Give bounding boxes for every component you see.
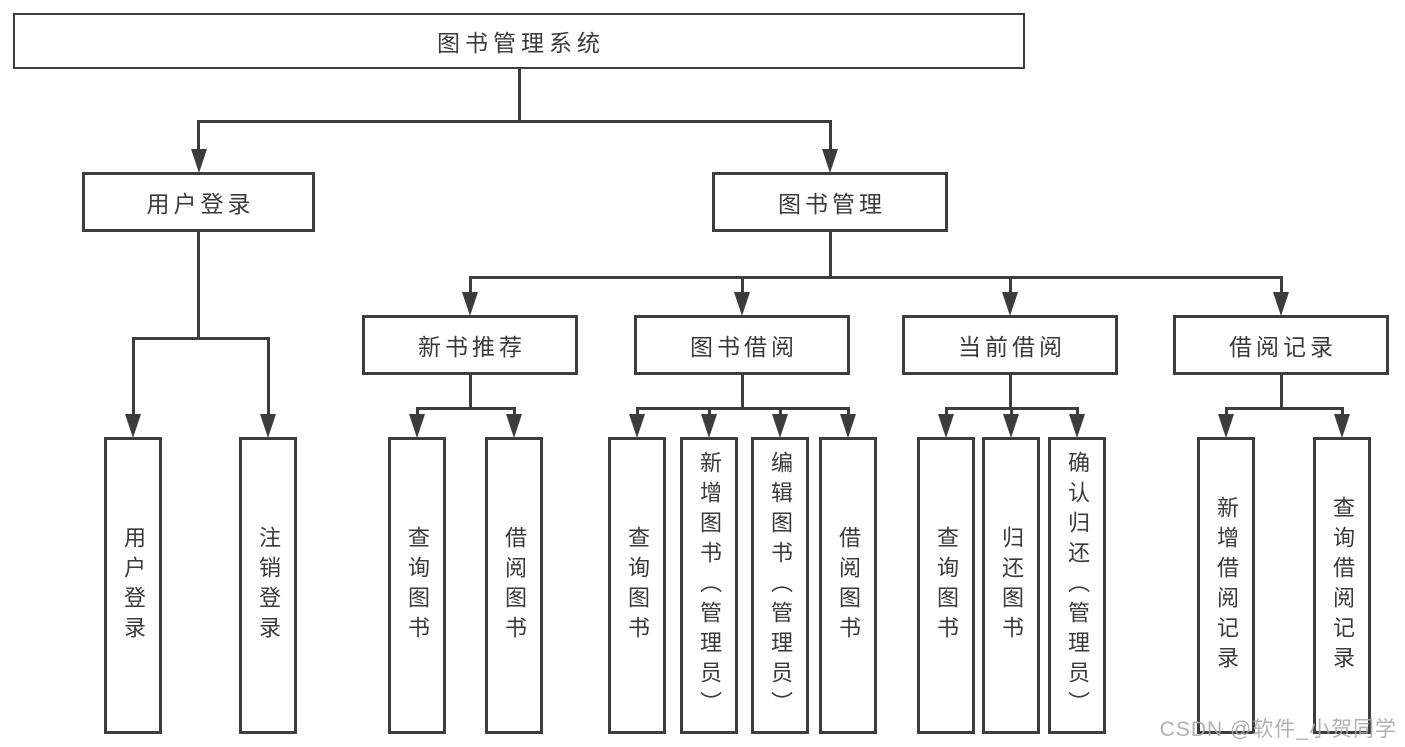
node-label-leaf-bb-query: 查询图书	[625, 525, 650, 646]
arrowhead-icon	[125, 414, 141, 438]
arrowhead-icon	[840, 414, 856, 438]
arrowhead-icon	[1003, 414, 1019, 438]
node-book-borrow: 图书借阅	[634, 315, 850, 375]
node-label-leaf-cb-confirm: 确认归还（管理员）	[1065, 450, 1090, 721]
connector-line	[131, 337, 270, 340]
connector-line	[846, 407, 850, 415]
connector-line	[415, 407, 419, 415]
arrowhead-icon	[1334, 414, 1350, 438]
node-leaf-user-login: 用户登录	[104, 437, 162, 734]
arrowhead-icon	[1218, 414, 1234, 438]
node-leaf-br-query: 查询借阅记录	[1313, 437, 1371, 734]
connector-line	[512, 407, 516, 415]
connector-line	[1008, 276, 1012, 293]
node-label-leaf-nb-query: 查询图书	[405, 525, 430, 646]
connector-line	[131, 337, 135, 415]
node-book-mgmt: 图书管理	[712, 172, 948, 232]
connector-line	[197, 120, 832, 123]
arrowhead-icon	[822, 149, 838, 173]
node-leaf-bb-add: 新增图书（管理员）	[680, 437, 738, 734]
connector-line	[707, 407, 711, 415]
connector-line	[1009, 407, 1013, 415]
node-label-book-borrow: 图书借阅	[690, 334, 798, 360]
node-label-new-book-rec: 新书推荐	[418, 334, 526, 360]
connector-line	[1075, 407, 1079, 415]
node-label-leaf-logout: 注销登录	[256, 525, 281, 646]
arrowhead-icon	[190, 149, 207, 173]
node-leaf-nb-query: 查询图书	[388, 437, 446, 734]
node-leaf-cb-query: 查询图书	[917, 437, 975, 734]
connector-line	[468, 375, 472, 410]
arrowhead-icon	[1069, 414, 1085, 438]
connector-line	[828, 232, 832, 279]
connector-line	[740, 276, 744, 293]
node-label-leaf-bb-edit: 编辑图书（管理员）	[768, 450, 793, 721]
connector-line	[828, 120, 832, 150]
connector-line	[197, 232, 200, 340]
connector-line	[1224, 407, 1228, 415]
connector-line	[740, 375, 744, 410]
node-label-book-mgmt: 图书管理	[778, 191, 886, 217]
node-leaf-logout: 注销登录	[239, 437, 297, 734]
arrowhead-icon	[701, 414, 717, 438]
arrowhead-icon	[506, 414, 522, 438]
connector-line	[415, 407, 516, 410]
node-leaf-cb-confirm: 确认归还（管理员）	[1048, 437, 1106, 734]
node-label-leaf-bb-add: 新增图书（管理员）	[697, 450, 722, 721]
node-label-leaf-br-add: 新增借阅记录	[1214, 495, 1239, 676]
arrowhead-icon	[734, 292, 750, 316]
arrowhead-icon	[409, 414, 425, 438]
arrowhead-icon	[629, 414, 645, 438]
arrowhead-icon	[772, 414, 788, 438]
node-current-borrow: 当前借阅	[902, 315, 1118, 375]
connector-line	[468, 276, 1283, 279]
connector-line	[1340, 407, 1344, 415]
connector-line	[1279, 276, 1283, 293]
node-user-login: 用户登录	[82, 172, 315, 232]
node-label-leaf-cb-query: 查询图书	[934, 525, 959, 646]
arrowhead-icon	[462, 292, 478, 316]
node-label-leaf-nb-borrow: 借阅图书	[502, 525, 527, 646]
node-leaf-nb-borrow: 借阅图书	[485, 437, 543, 734]
connector-line	[944, 407, 948, 415]
watermark: CSDN @软件_小贺同学	[1159, 718, 1397, 741]
connector-line	[1224, 407, 1344, 410]
arrowhead-icon	[1273, 292, 1289, 316]
arrowhead-icon	[1002, 292, 1018, 316]
arrowhead-icon	[938, 414, 954, 438]
node-new-book-rec: 新书推荐	[362, 315, 578, 375]
node-root: 图书管理系统	[13, 13, 1025, 69]
node-label-leaf-bb-borrow: 借阅图书	[836, 525, 861, 646]
connector-line	[635, 407, 850, 410]
connector-line	[517, 69, 521, 123]
connector-line	[197, 120, 200, 150]
connector-line	[1008, 375, 1012, 410]
connector-line	[635, 407, 639, 415]
node-label-borrow-records: 借阅记录	[1229, 334, 1337, 360]
node-label-root: 图书管理系统	[437, 30, 605, 56]
arrowhead-icon	[260, 414, 276, 438]
node-leaf-cb-return: 归还图书	[982, 437, 1040, 734]
node-label-current-borrow: 当前借阅	[958, 334, 1066, 360]
connector-line	[266, 337, 270, 415]
node-label-leaf-cb-return: 归还图书	[999, 525, 1024, 646]
node-borrow-records: 借阅记录	[1173, 315, 1389, 375]
connector-line	[468, 276, 472, 293]
node-label-leaf-br-query: 查询借阅记录	[1330, 495, 1355, 676]
node-leaf-bb-borrow: 借阅图书	[819, 437, 877, 734]
connector-line	[1279, 375, 1283, 410]
node-label-user-login: 用户登录	[146, 191, 255, 217]
node-leaf-br-add: 新增借阅记录	[1197, 437, 1255, 734]
connector-line	[778, 407, 782, 415]
node-leaf-bb-query: 查询图书	[608, 437, 666, 734]
node-leaf-bb-edit: 编辑图书（管理员）	[751, 437, 809, 734]
node-label-leaf-user-login: 用户登录	[121, 525, 146, 646]
